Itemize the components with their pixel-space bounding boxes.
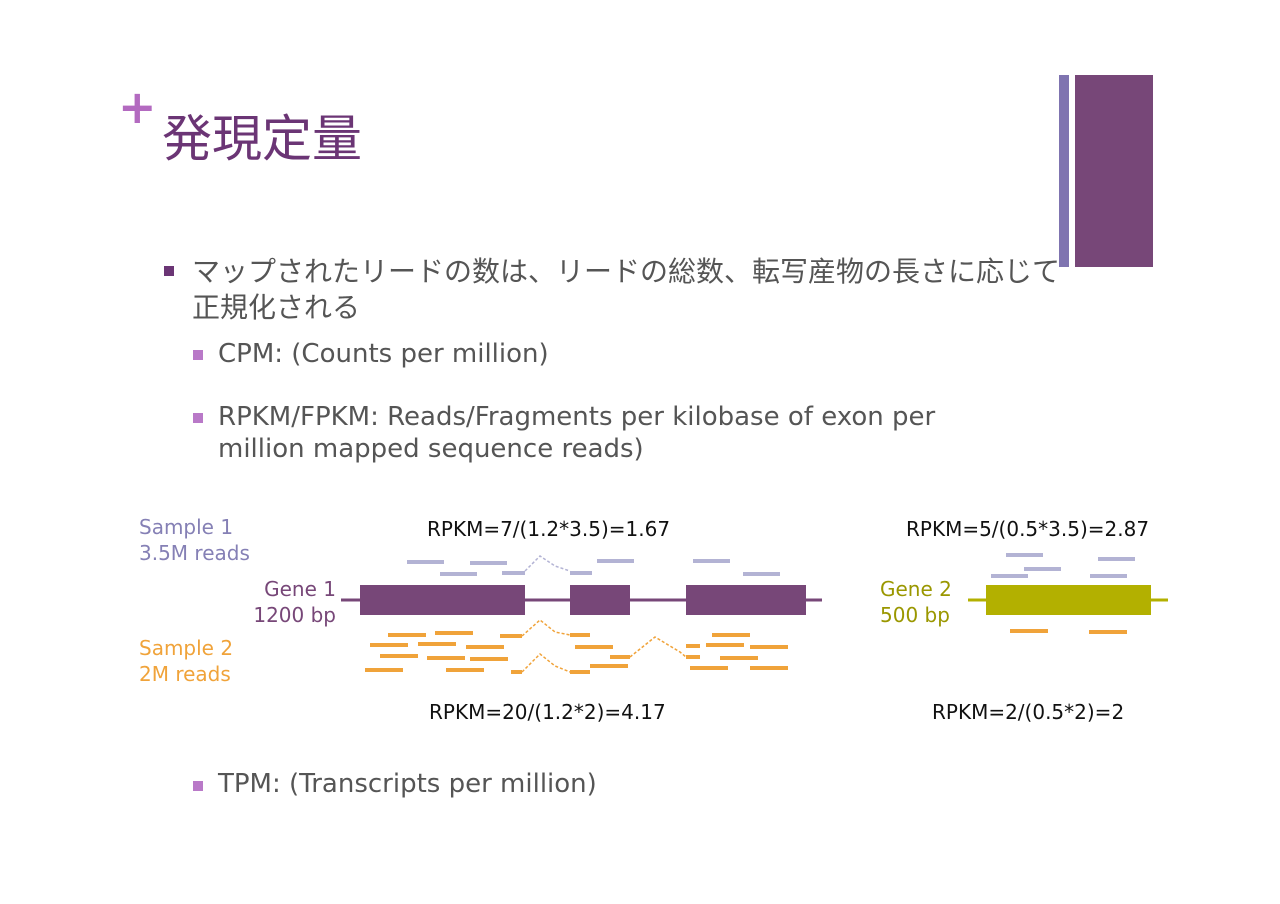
sub-bullet-rpkm: RPKM/FPKM: Reads/Fragments per kilobase … [218,402,936,464]
main-bullet-text: マップされたリードの数は、リードの総数、転写産物の長さに応じて正規化される [192,255,1061,324]
gene1-exon-3 [686,585,806,615]
plus-icon: + [118,80,157,134]
gene2-exon [986,585,1151,615]
bullet-square-icon [164,266,174,276]
sample2-splice-connectors [521,619,687,673]
slide-title: 発現定量 [162,110,362,168]
gene2-label: Gene 2 500 bp [880,577,952,627]
sample1-reads-gene2 [991,553,1135,578]
gene1-exon-1 [360,585,525,615]
formula-gene2-sample2: RPKM=2/(0.5*2)=2 [932,700,1125,724]
splice-connector [524,555,571,572]
sample2-reads-gene1 [365,631,788,674]
sub-bullet-square-icon [193,781,203,791]
sample2-label: Sample 2 2M reads [139,636,234,686]
sample2-reads-gene2 [1010,629,1127,634]
sub-bullet-square-icon [193,350,203,360]
gene1-exon-2 [570,585,630,615]
splice-connector [521,652,571,673]
gene1-label: Gene 1 1200 bp [253,577,336,627]
sample1-label: Sample 1 3.5M reads [139,515,250,565]
decor-bar-thick [1075,75,1153,267]
decor-bar-thin [1059,75,1069,267]
formula-gene2-sample1: RPKM=5/(0.5*3.5)=2.87 [906,517,1150,541]
sub-bullet-cpm: CPM: (Counts per million) [218,339,549,369]
splice-connector [521,619,571,637]
sub-bullet-tpm: TPM: (Transcripts per million) [218,769,597,799]
sub-bullet-square-icon [193,413,203,423]
sample1-reads-gene1 [407,559,780,576]
formula-gene1-sample1: RPKM=7/(1.2*3.5)=1.67 [427,517,671,541]
formula-gene1-sample2: RPKM=20/(1.2*2)=4.17 [429,700,666,724]
splice-connector [629,636,687,658]
